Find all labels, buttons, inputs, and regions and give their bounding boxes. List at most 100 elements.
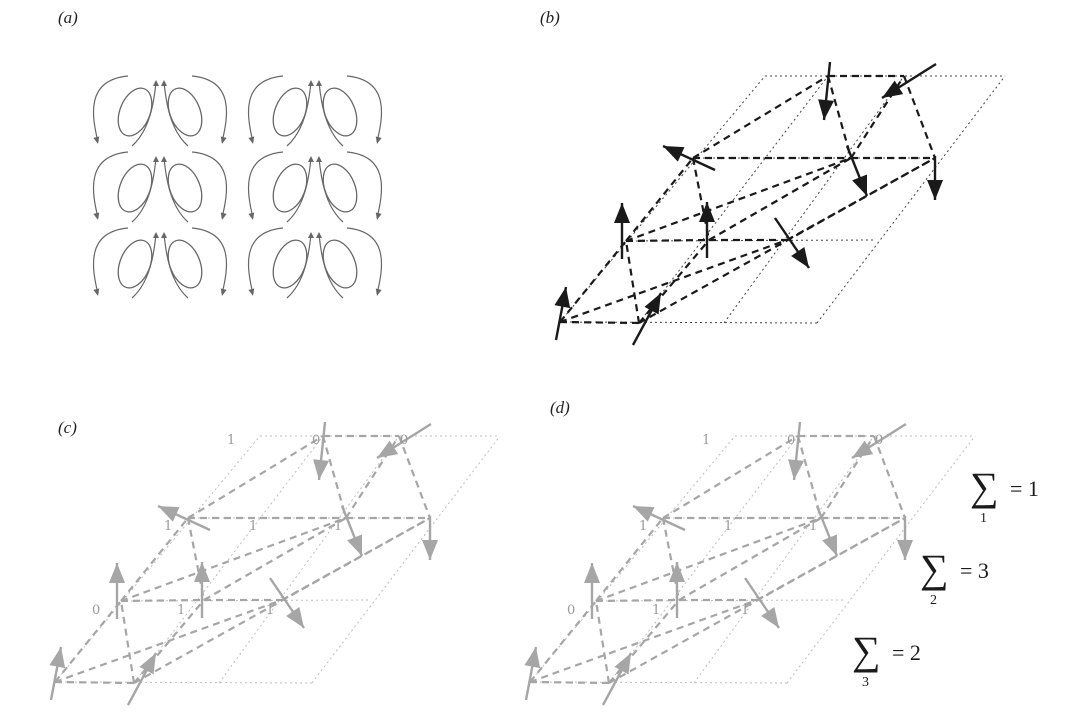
orbital-pair <box>247 151 383 223</box>
edge-count-label: 0 <box>312 433 320 448</box>
arrow-head <box>316 232 322 238</box>
lattice-bond <box>54 598 283 684</box>
sum-index: 2 <box>930 593 937 608</box>
lattice-bond <box>796 435 823 519</box>
orbital-pair <box>92 151 228 223</box>
edge-count-label: 0 <box>787 433 795 448</box>
arrow-head <box>93 288 100 296</box>
sum-value: = 1 <box>1010 476 1039 501</box>
lattice-bond <box>608 517 906 684</box>
lattice-bond <box>638 157 936 324</box>
spin-head <box>644 293 661 315</box>
spin-arrow <box>584 563 600 619</box>
lattice-bond <box>661 517 681 601</box>
lattice-bond <box>625 238 710 243</box>
lattice-bond <box>625 156 852 243</box>
spin-head <box>347 534 362 556</box>
inner-arc <box>163 233 189 299</box>
spin-arrow <box>897 516 913 560</box>
spin-head <box>286 606 304 628</box>
lattice-bond <box>186 517 206 601</box>
edge-count-label: 0 <box>92 603 100 618</box>
spin-arrow <box>194 562 210 618</box>
edge-count-label: 0 <box>875 433 883 448</box>
arrow-head <box>308 156 314 162</box>
arrow-head <box>316 80 322 86</box>
edge-count-label: 0 <box>567 603 575 618</box>
panel-b-lattice <box>554 61 1006 346</box>
lattice-bond <box>187 435 324 519</box>
lattice-bond <box>559 238 788 324</box>
curved-arrow <box>191 151 228 219</box>
panel-label-c: (c) <box>58 418 77 437</box>
inner-arc <box>131 233 157 299</box>
arrow-head <box>220 288 227 296</box>
sigma-symbol: ∑ <box>970 464 999 509</box>
spin-arrow <box>851 422 907 460</box>
spin-arrow <box>126 652 158 706</box>
spin-arrow <box>815 505 839 557</box>
curved-arrow <box>191 227 228 295</box>
edge-count-label: 0 <box>400 433 408 448</box>
lattice-bond <box>595 598 680 603</box>
spin-head <box>109 563 125 583</box>
inner-arc <box>318 157 344 223</box>
curved-arrow <box>92 227 129 295</box>
curved-arrow <box>247 227 284 295</box>
lattice-bond <box>820 435 875 519</box>
lattice-bond <box>133 517 431 684</box>
spin-head <box>313 459 330 480</box>
arrow-head <box>93 212 100 220</box>
arrow-head <box>248 212 255 220</box>
lattice-grid-line <box>723 75 905 324</box>
arrow-head <box>220 212 227 220</box>
spin-arrow <box>632 504 686 532</box>
lattice-grid-line <box>693 435 875 684</box>
arrow-head <box>220 136 227 144</box>
lattice-grid-line <box>608 435 799 684</box>
orbital-pair <box>92 227 228 299</box>
lattice-bond <box>678 517 822 601</box>
spin-head <box>194 562 210 582</box>
sigma-symbol: ∑ <box>920 546 949 591</box>
spin-head <box>139 653 156 675</box>
spin-head <box>554 287 571 309</box>
spin-arrow <box>157 504 211 532</box>
arrow-head <box>93 136 100 144</box>
spin-arrow <box>631 292 663 346</box>
lattice-grid-line <box>786 435 976 684</box>
spin-head <box>158 506 180 522</box>
lattice-bond <box>119 600 136 684</box>
lattice-grid-line <box>218 435 400 684</box>
spin-head <box>897 540 913 560</box>
spin-head <box>791 246 809 268</box>
arrow-head <box>153 232 159 238</box>
lattice-bond <box>850 75 905 159</box>
arrow-head <box>248 136 255 144</box>
edge-count-label: 1 <box>809 519 817 534</box>
spin-arrow <box>313 421 330 481</box>
spin-arrow <box>601 652 633 706</box>
spin-head <box>669 562 685 582</box>
curved-arrow <box>346 75 383 143</box>
spin-arrow <box>49 646 66 701</box>
spin-head <box>633 506 655 522</box>
arrow-head <box>153 80 159 86</box>
lattice-bond <box>54 680 135 685</box>
spin-arrow <box>340 505 364 557</box>
lattice-bond <box>662 435 799 519</box>
panel-label-d: (d) <box>550 398 570 417</box>
lattice-bond <box>559 320 640 325</box>
arrow-head <box>375 288 382 296</box>
panel-a-orbitals <box>92 75 383 299</box>
arrow-head <box>161 80 167 86</box>
lattice-bond <box>692 75 829 159</box>
spin-arrow <box>845 145 869 197</box>
sum-expression: ∑2= 3 <box>920 546 989 608</box>
arrow-head <box>153 156 159 162</box>
lattice-bond <box>708 157 852 241</box>
spin-arrow <box>662 144 716 172</box>
curved-arrow <box>92 151 129 219</box>
lattice-bond <box>826 75 853 159</box>
